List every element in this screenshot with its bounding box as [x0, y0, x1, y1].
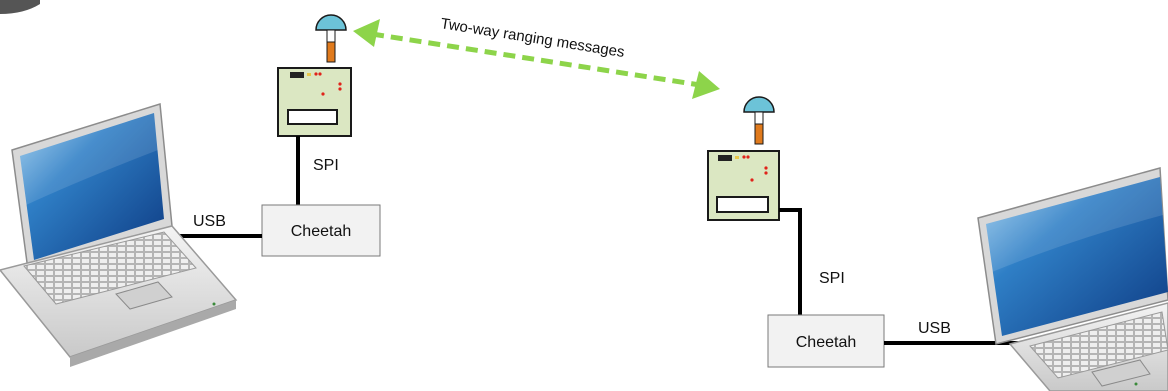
left-cheetah-box: [261, 204, 381, 257]
right-laptop-icon: [977, 167, 1168, 391]
left-radio-node: [277, 14, 352, 137]
right-radio-node: [707, 96, 780, 221]
left-usb-label: USB: [193, 213, 226, 230]
ranging-messages-label: Two-way ranging messages: [439, 15, 625, 61]
antenna-icon: [743, 96, 775, 145]
left-laptop-icon: [0, 103, 238, 367]
arrowhead-right: [692, 71, 720, 99]
right-cheetah-label: Cheetah: [796, 334, 857, 351]
radio-board: [277, 67, 352, 137]
radio-board: [707, 150, 780, 221]
left-spi-label: SPI: [313, 157, 339, 174]
right-spi-wire: [779, 208, 802, 315]
right-cheetah-box: [767, 314, 885, 368]
left-cheetah-label: Cheetah: [291, 223, 352, 240]
ranging-arrow: [353, 19, 720, 99]
antenna-icon: [315, 14, 347, 63]
right-usb-label: USB: [918, 320, 951, 337]
corner-decoration: [0, 0, 40, 14]
arrowhead-left: [353, 19, 380, 47]
right-spi-label: SPI: [819, 270, 845, 287]
